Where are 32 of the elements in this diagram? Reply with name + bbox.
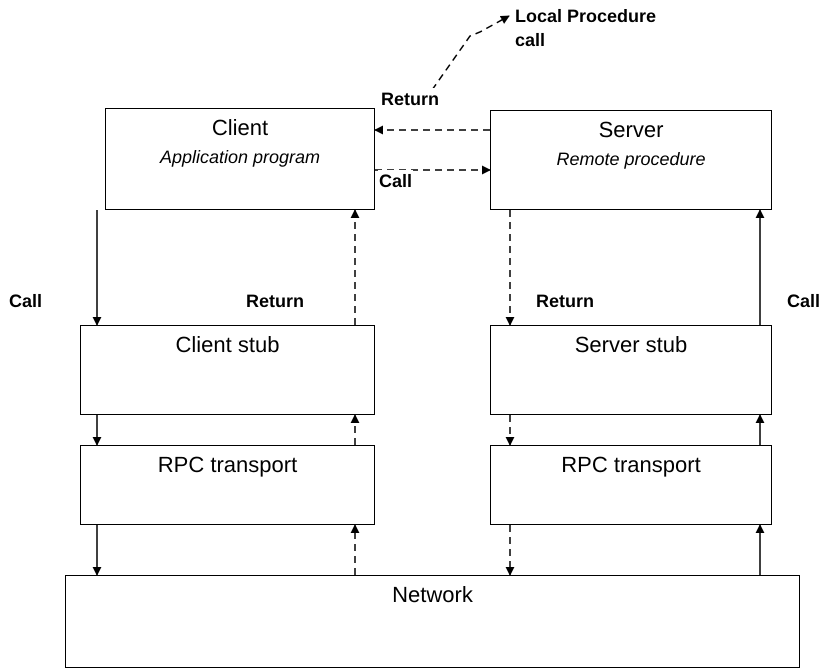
arrow xyxy=(350,414,360,445)
box-title: Network xyxy=(392,582,473,608)
arrow xyxy=(756,414,764,445)
box-subtitle: Remote procedure xyxy=(556,148,706,171)
process-box xyxy=(80,325,375,415)
box-title: Client xyxy=(212,115,268,141)
box-subtitle: Application program xyxy=(160,146,320,169)
arrow xyxy=(350,209,360,325)
box-title: Server stub xyxy=(574,332,688,358)
arrow xyxy=(756,524,764,575)
annotation-text: Local Procedure call xyxy=(515,4,665,52)
arrow xyxy=(92,210,102,326)
arrow xyxy=(506,525,514,576)
process-box xyxy=(490,325,772,415)
box-title: RPC transport xyxy=(561,452,701,478)
process-box xyxy=(490,110,772,210)
network-box xyxy=(65,575,800,668)
process-box xyxy=(105,108,375,210)
box-title: Client stub xyxy=(176,332,280,358)
arrow xyxy=(375,166,491,174)
arrow xyxy=(374,126,490,134)
box-title: RPC transport xyxy=(158,452,298,478)
arrow xyxy=(756,209,764,325)
arrow xyxy=(350,524,360,575)
arrow xyxy=(506,210,514,326)
arrow xyxy=(506,415,514,446)
process-box xyxy=(80,445,375,525)
arrow xyxy=(92,415,102,446)
arrow xyxy=(92,525,102,576)
box-title: Server xyxy=(598,117,664,143)
arrow xyxy=(431,15,510,90)
process-box xyxy=(490,445,772,525)
